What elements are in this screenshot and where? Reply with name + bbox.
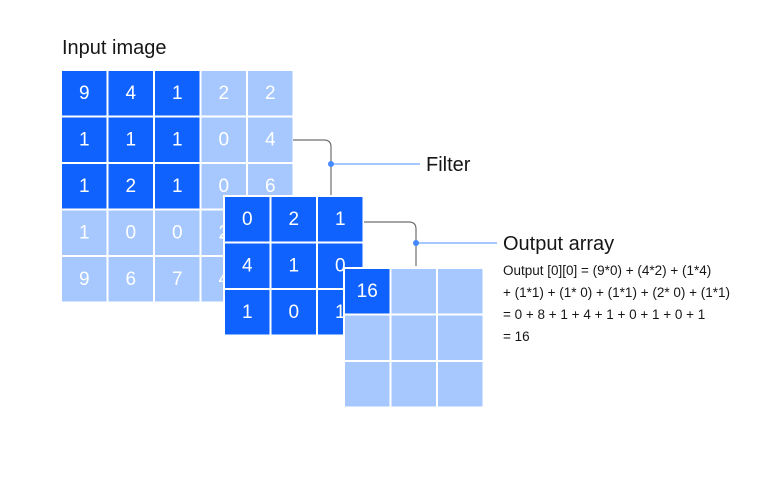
output-cell (436, 360, 485, 409)
calculation-line-2: + (1*1) + (1* 0) + (1*1) + (2* 0) + (1*1… (503, 285, 730, 300)
output-cell (343, 313, 392, 362)
input-cell (60, 255, 109, 304)
filter-connector-dot (328, 161, 334, 167)
input-image-grid: 94122111041210610029674 (60, 69, 295, 304)
filter-cell-value: 0 (335, 255, 346, 276)
input-cell-value: 0 (218, 129, 229, 150)
connector-line (364, 221, 417, 266)
filter-to-output-connector (364, 221, 497, 266)
filter-cell-value: 4 (242, 255, 253, 276)
output-cell (436, 313, 485, 362)
filter-cell (269, 195, 318, 244)
input-cell-value: 0 (172, 222, 183, 243)
input-cell-value: 4 (265, 129, 276, 150)
input-image-label: Input image (62, 37, 167, 59)
input-cell (60, 162, 109, 211)
input-cell-value: 2 (218, 83, 229, 104)
output-cell (389, 360, 438, 409)
input-cell-value: 1 (79, 129, 90, 150)
input-cell (153, 115, 202, 164)
input-cell (106, 69, 155, 118)
input-to-filter-connector (293, 139, 420, 195)
input-cell-value: 1 (172, 83, 183, 104)
filter-cell-value: 1 (242, 302, 253, 323)
filter-cell (269, 288, 318, 337)
filter-cell (223, 288, 272, 337)
filter-cell-value: 1 (335, 209, 346, 230)
input-cell-value: 9 (79, 83, 90, 104)
input-cell-value: 2 (125, 176, 136, 197)
filter-label: Filter (426, 154, 471, 176)
input-cell-value: 6 (125, 269, 136, 290)
input-cell (60, 208, 109, 257)
output-array-label: Output array (503, 233, 614, 255)
filter-cell (223, 241, 272, 290)
input-cell-value: 1 (125, 129, 136, 150)
input-cell-value: 2 (265, 83, 276, 104)
input-cell-value: 1 (172, 129, 183, 150)
calculation-line-1: Output [0][0] = (9*0) + (4*2) + (1*4) (503, 263, 711, 278)
input-cell (153, 255, 202, 304)
filter-cell (316, 195, 365, 244)
filter-cell-value: 1 (335, 302, 346, 323)
connector-line (293, 139, 332, 195)
output-array-grid: 16 (343, 267, 485, 409)
filter-cell-value: 0 (288, 302, 299, 323)
output-cell (436, 267, 485, 316)
input-cell (106, 208, 155, 257)
output-cell (343, 267, 392, 316)
input-cell-value: 6 (265, 176, 276, 197)
output-cell-value: 16 (357, 281, 378, 302)
input-cell-value: 0 (125, 222, 136, 243)
input-cell-value: 7 (172, 269, 183, 290)
output-cell (389, 267, 438, 316)
output-connector-dot (413, 240, 419, 246)
filter-cell-value: 2 (288, 209, 299, 230)
input-cell-value: 4 (125, 83, 136, 104)
input-cell (106, 255, 155, 304)
calculation-block: Output [0][0] = (9*0) + (4*2) + (1*4) + … (503, 263, 730, 344)
output-cell (343, 360, 392, 409)
input-cell-value: 1 (79, 176, 90, 197)
calculation-line-3: = 0 + 8 + 1 + 4 + 1 + 0 + 1 + 0 + 1 (503, 307, 705, 322)
filter-cell-value: 1 (288, 255, 299, 276)
filter-cell-value: 0 (242, 209, 253, 230)
input-cell-value: 1 (79, 222, 90, 243)
filter-grid: 0 2 1 4 1 0 1 0 1 (223, 195, 365, 337)
filter-cell (316, 241, 365, 290)
input-cell-value: 1 (172, 176, 183, 197)
input-cell (246, 115, 295, 164)
output-cell (389, 313, 438, 362)
input-cell-value: 0 (218, 176, 229, 197)
input-cell-value: 9 (79, 269, 90, 290)
input-cell (106, 115, 155, 164)
calculation-line-4: = 16 (503, 329, 530, 344)
input-cell (60, 115, 109, 164)
